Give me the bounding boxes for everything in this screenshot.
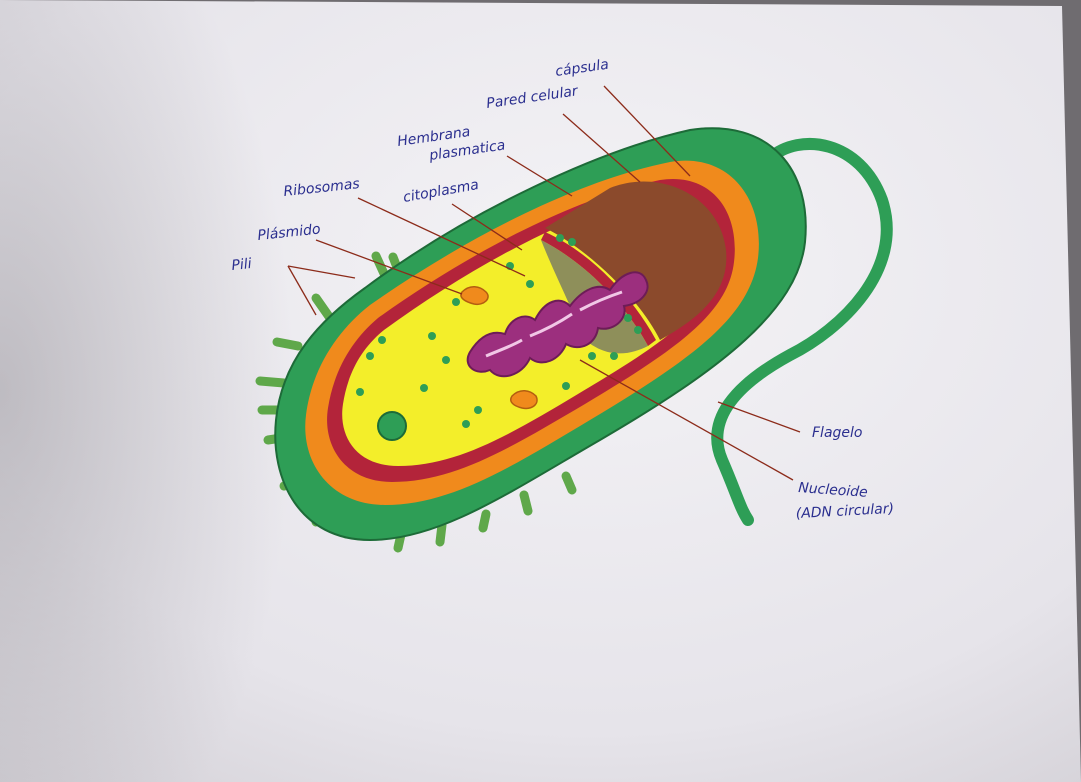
label-pili: Pili <box>231 256 253 274</box>
inclusion-body <box>378 412 406 440</box>
label-flagelo: Flagelo <box>812 425 862 441</box>
